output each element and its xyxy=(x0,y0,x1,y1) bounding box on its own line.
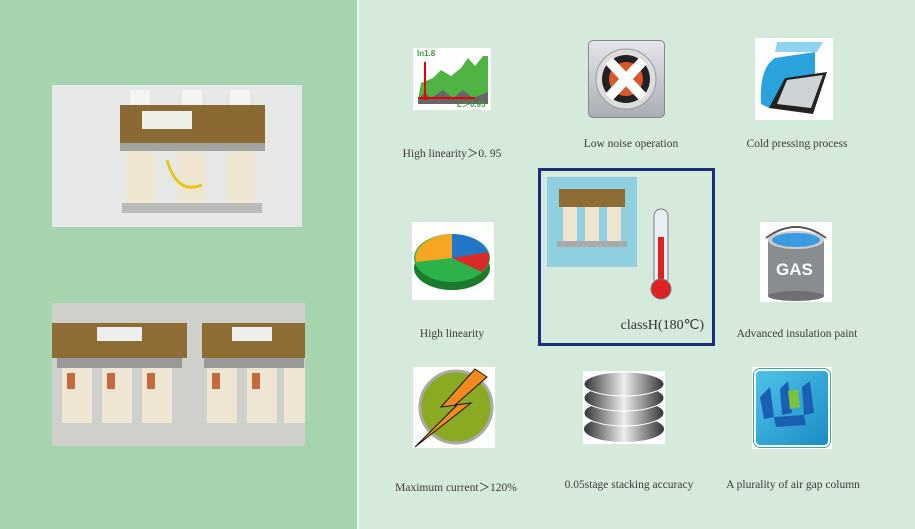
feature-label: Advanced insulation paint xyxy=(736,328,858,340)
feature-label: Cold pressing process xyxy=(746,138,848,150)
product-photo-panel xyxy=(0,0,357,529)
air-gap-column-icon xyxy=(752,367,832,449)
feature-label: Maximum current＞120% xyxy=(395,482,517,494)
reactor-photo-single xyxy=(52,85,302,227)
feature-label: Low noise operation xyxy=(583,138,679,150)
feature-label: A plurality of air gap column xyxy=(726,479,860,491)
linearity-chart-icon: In1.8 L＞0.95 xyxy=(413,48,491,110)
paint-can-icon: GAS xyxy=(760,222,832,302)
lightning-icon xyxy=(413,367,495,448)
feature-label: 0.05stage stacking accuracy xyxy=(564,479,694,491)
class-h-label: classH(180℃) xyxy=(620,318,704,333)
pie-chart-icon xyxy=(412,222,494,300)
panel-divider xyxy=(357,0,359,529)
cold-press-film-icon xyxy=(755,38,833,120)
class-h-highlight-box: classH(180℃) xyxy=(538,168,715,346)
feature-label: High linearity＞0. 95 xyxy=(402,148,502,160)
muted-speaker-icon xyxy=(588,40,665,118)
feature-label: High linearity xyxy=(419,328,485,340)
paint-can-label: GAS xyxy=(776,260,813,279)
chart-top-label: In1.8 xyxy=(417,49,436,58)
reactor-thumbnail xyxy=(547,177,637,267)
thermometer-icon xyxy=(645,207,677,303)
chart-bottom-label: L＞0.95 xyxy=(457,100,486,109)
stacked-discs-icon xyxy=(583,371,665,444)
reactor-photo-group xyxy=(52,303,305,446)
